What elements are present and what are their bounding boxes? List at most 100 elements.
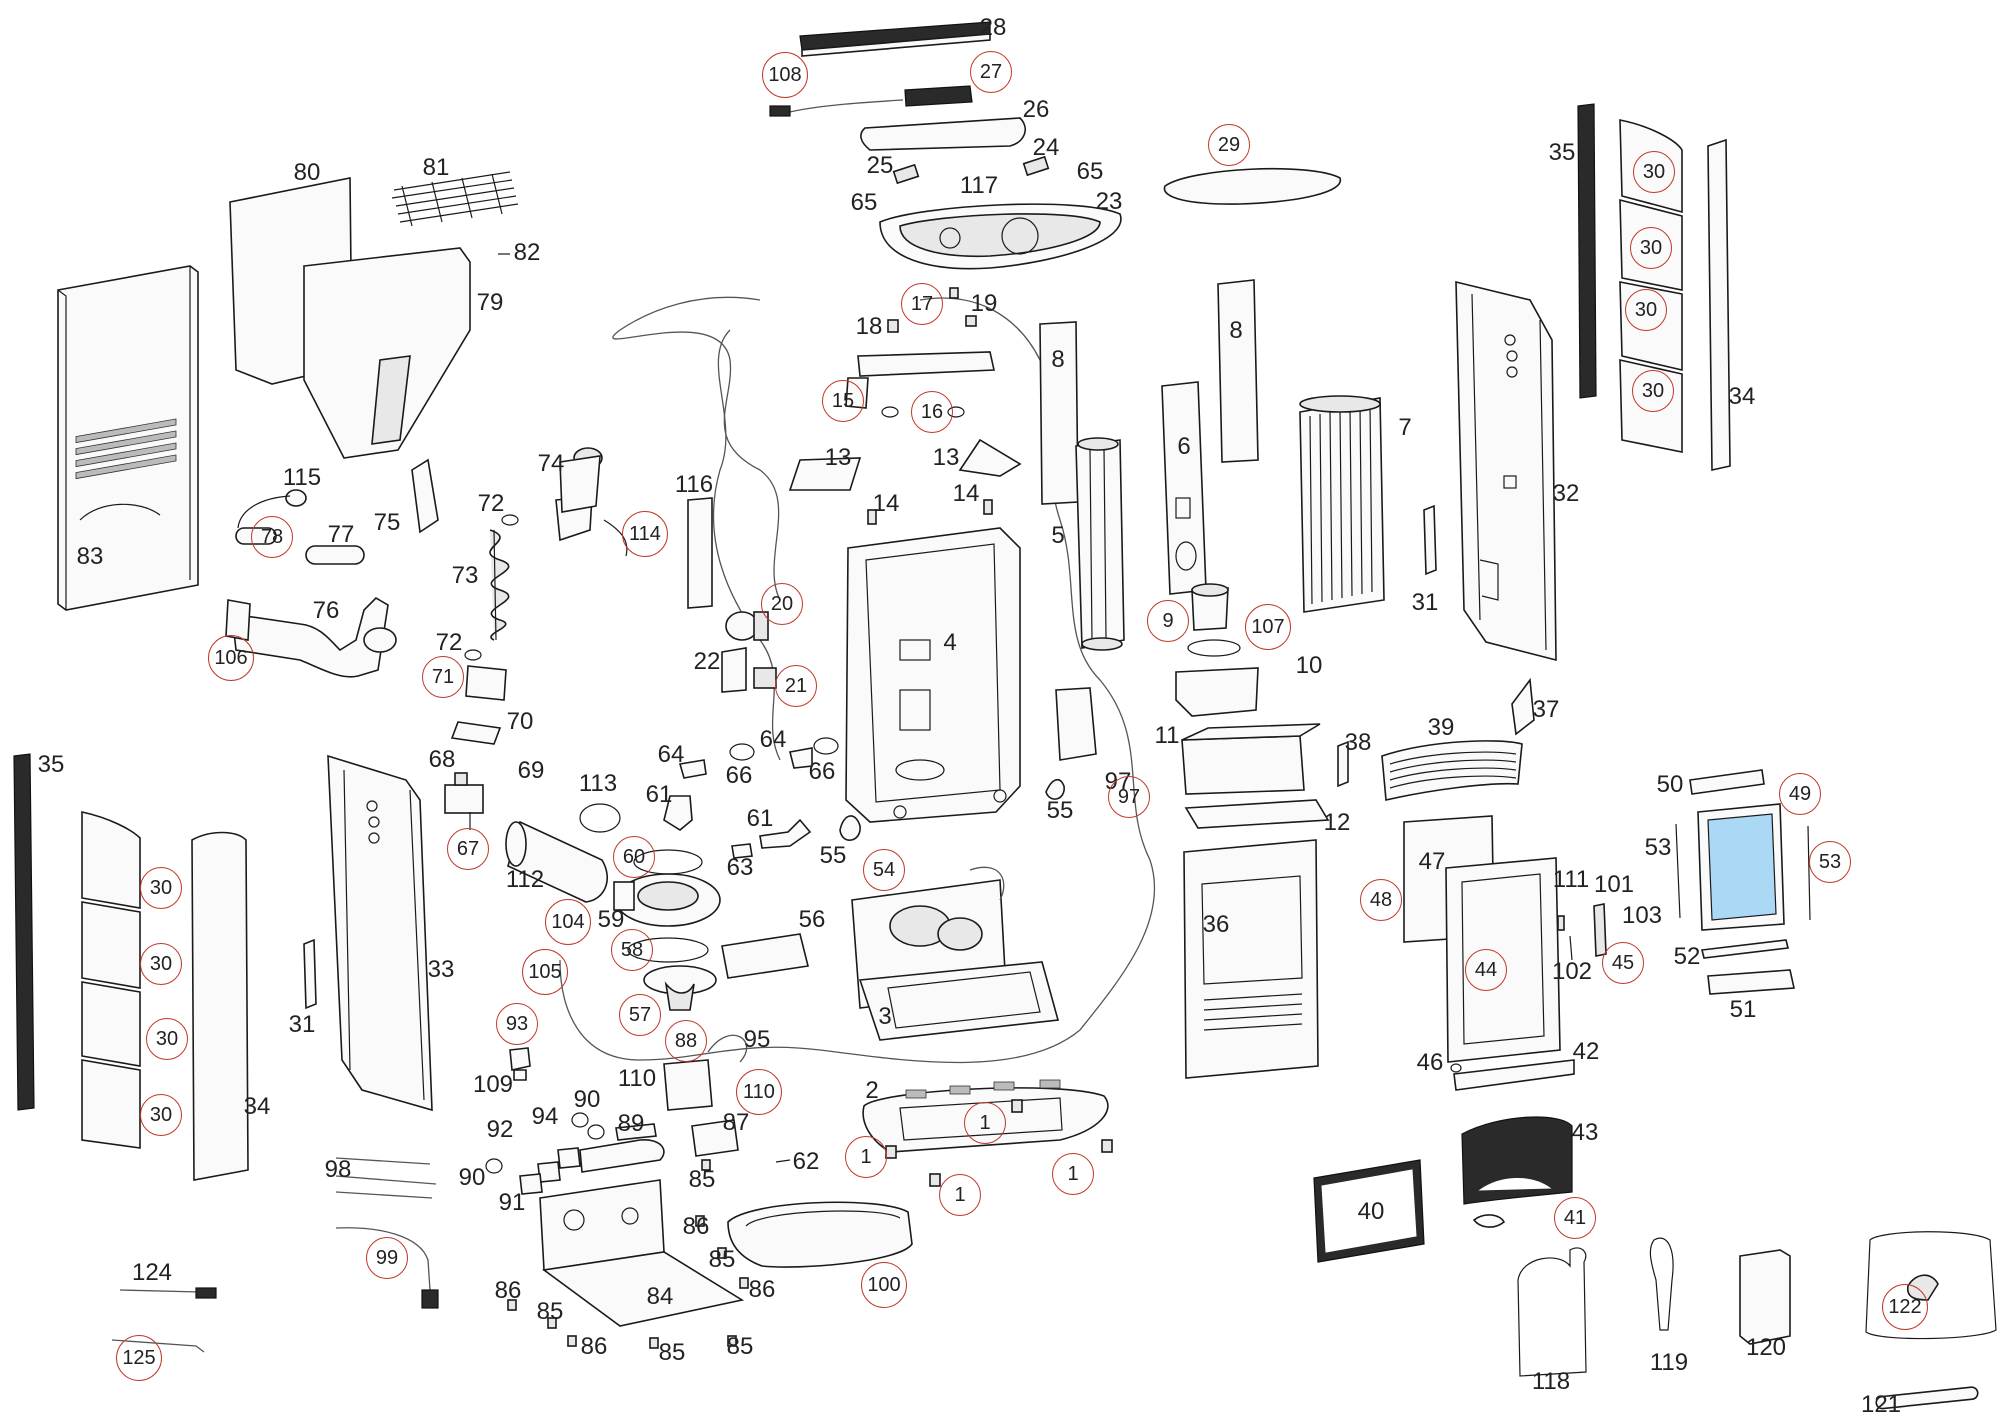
ash-box-11 (1181, 723, 1321, 795)
side-column-34l (191, 831, 249, 1181)
part-label-30: 30 (146, 1018, 188, 1060)
part-label-17: 17 (901, 283, 943, 325)
part-label-61: 61 (645, 781, 673, 808)
plate-22 (721, 647, 747, 693)
part-label-110: 110 (736, 1069, 782, 1115)
part-label-83: 83 (76, 543, 104, 570)
strip-53a (1675, 823, 1681, 919)
part-label-90: 90 (458, 1164, 486, 1191)
part-label-102: 102 (1551, 958, 1593, 985)
part-label-31: 31 (288, 1011, 316, 1038)
part-label-38: 38 (1344, 729, 1372, 756)
part-label-65: 65 (1076, 158, 1104, 185)
part-label-55: 55 (819, 842, 847, 869)
hopper-79 (303, 247, 471, 459)
part-label-14: 14 (872, 490, 900, 517)
plate-116 (687, 497, 713, 609)
part-label-44: 44 (1465, 949, 1507, 991)
pipes-89-92 (485, 1112, 665, 1195)
exchanger-5 (1075, 437, 1125, 651)
control-panel-27 (769, 85, 973, 117)
part-label-46: 46 (1416, 1049, 1444, 1076)
part-label-43: 43 (1571, 1119, 1599, 1146)
part-label-85: 85 (536, 1298, 564, 1325)
motor-74 (555, 447, 628, 557)
part-label-51: 51 (1729, 996, 1757, 1023)
part-label-35: 35 (1548, 139, 1576, 166)
sensor-17-18-19 (887, 287, 977, 333)
rod-102 (1569, 935, 1573, 961)
strip-51 (1707, 969, 1795, 995)
part-label-27: 27 (970, 51, 1012, 93)
part-label-57: 57 (619, 994, 661, 1036)
part-label-20: 20 (761, 583, 803, 625)
top-plate-26 (860, 117, 1026, 151)
auger-73 (489, 529, 510, 641)
part-label-66: 66 (808, 758, 836, 785)
part-label-81: 81 (422, 154, 450, 181)
part-label-108: 108 (762, 52, 808, 98)
part-label-65: 65 (850, 189, 878, 216)
part-label-11: 11 (1154, 722, 1180, 749)
part-label-76: 76 (312, 597, 340, 624)
part-label-69: 69 (517, 757, 545, 784)
gasket-113 (579, 803, 621, 833)
part-label-105: 105 (522, 949, 568, 995)
wiring-harness-left (712, 329, 781, 761)
plate-12 (1184, 799, 1330, 829)
cable-99 (335, 1227, 439, 1309)
side-column-34r (1707, 138, 1731, 471)
side-frame-33 (327, 754, 433, 1112)
grill-39 (1381, 740, 1523, 801)
part-label-79: 79 (476, 289, 504, 316)
part-label-80: 80 (293, 159, 321, 186)
rear-panel-83 (57, 265, 199, 611)
part-label-12: 12 (1323, 809, 1351, 836)
part-label-87: 87 (722, 1109, 750, 1136)
part-label-86: 86 (580, 1333, 608, 1360)
part-label-84: 84 (646, 1283, 674, 1310)
cable-124 (119, 1287, 217, 1299)
part-label-56: 56 (798, 906, 826, 933)
part-label-82: 82 (513, 239, 541, 266)
part-label-3: 3 (878, 1003, 892, 1030)
part-label-32: 32 (1552, 480, 1580, 507)
pump-88 (663, 1034, 748, 1111)
part-label-1: 1 (845, 1136, 887, 1178)
part-label-70: 70 (506, 708, 534, 735)
part-label-47: 47 (1418, 848, 1446, 875)
part-label-42: 42 (1572, 1038, 1600, 1065)
part-label-45: 45 (1602, 942, 1644, 984)
part-label-86: 86 (682, 1213, 710, 1240)
part-label-30: 30 (140, 867, 182, 909)
part-label-8: 8 (1229, 317, 1243, 344)
part-label-92: 92 (486, 1116, 514, 1143)
part-label-116: 116 (674, 471, 714, 498)
part-label-73: 73 (451, 562, 479, 589)
chamber-3 (851, 866, 1060, 1041)
bracket-87 (691, 1119, 739, 1157)
part-label-72: 72 (435, 629, 463, 656)
part-label-72: 72 (477, 490, 505, 517)
part-label-30: 30 (140, 943, 182, 985)
fan-59 (613, 873, 721, 927)
part-label-5: 5 (1051, 522, 1065, 549)
part-label-50: 50 (1656, 771, 1684, 798)
part-label-118: 118 (1531, 1368, 1571, 1395)
part-label-36: 36 (1202, 911, 1230, 938)
side-frame-32 (1455, 280, 1557, 662)
part-label-62: 62 (792, 1148, 820, 1175)
part-label-29: 29 (1208, 124, 1250, 166)
part-label-112: 112 (505, 866, 545, 893)
screw-46 (1450, 1063, 1462, 1073)
exchanger-7 (1299, 395, 1385, 613)
pipes-61-64 (663, 737, 839, 859)
pin-111 (1557, 915, 1565, 931)
part-label-21: 21 (775, 665, 817, 707)
part-label-103: 103 (1621, 902, 1663, 929)
washer-72 (501, 514, 519, 526)
part-label-98: 98 (324, 1156, 352, 1183)
part-label-111: 111 (1552, 866, 1590, 893)
part-label-110: 110 (617, 1065, 657, 1092)
